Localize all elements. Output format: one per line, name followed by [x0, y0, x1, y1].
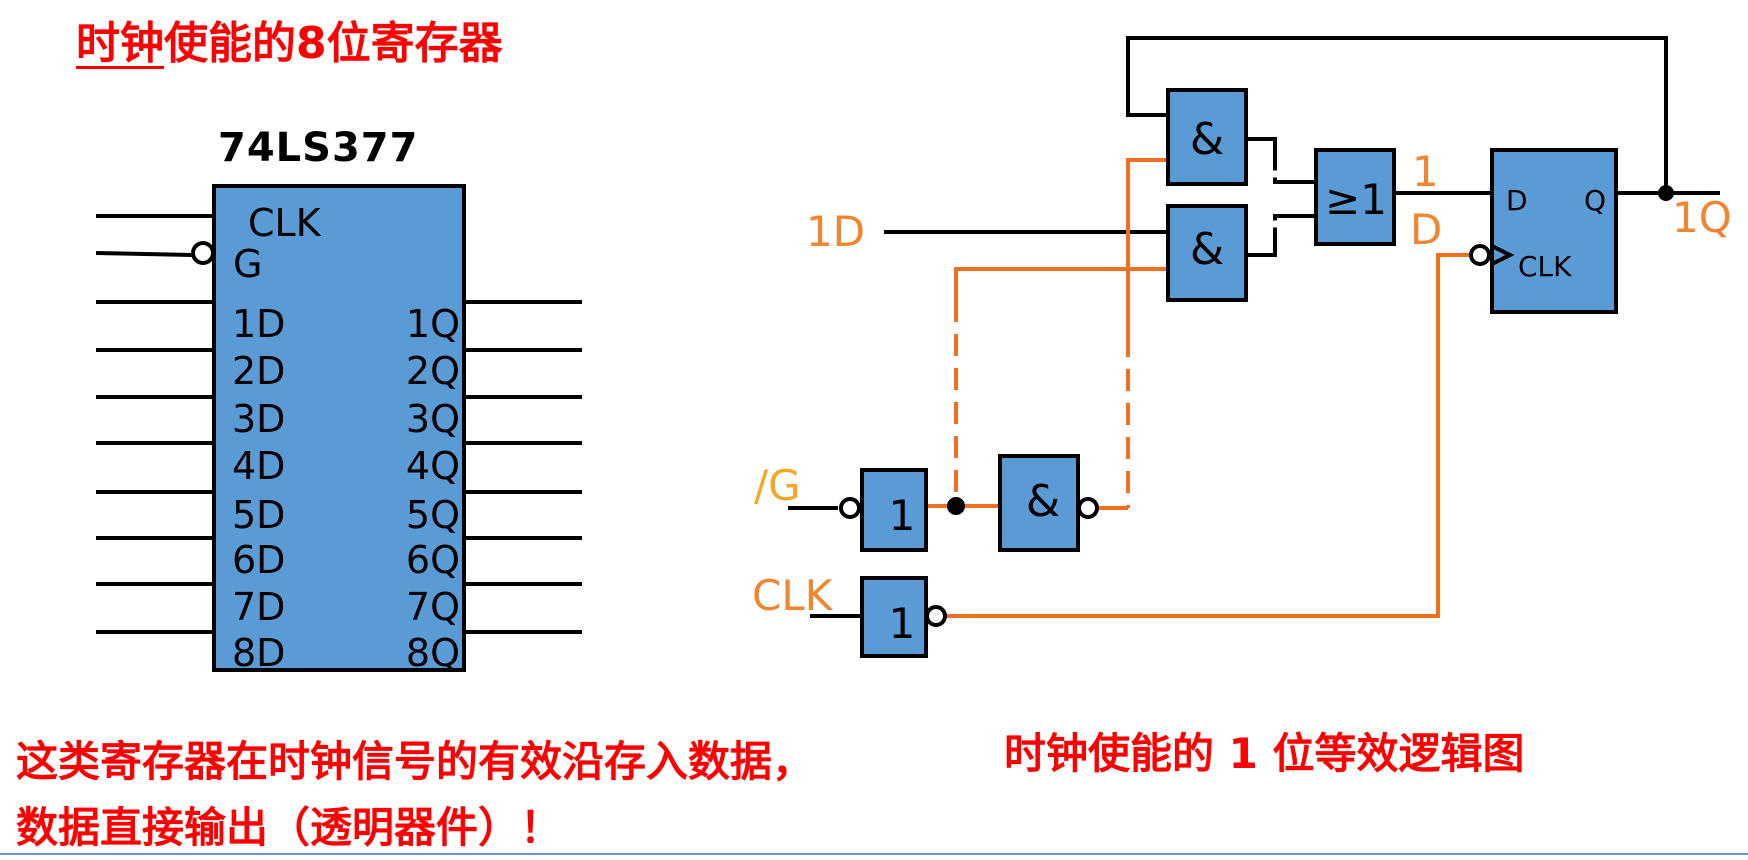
chip-g-pin	[95, 251, 193, 257]
and-gate-bottom: &	[1166, 204, 1248, 302]
chip-pin-7q-label: 7Q	[406, 585, 460, 629]
chip-pin-8q-label: 8Q	[406, 631, 460, 675]
ff-clk-label: CLK	[1518, 250, 1572, 283]
chip-pin-3d-label: 3D	[232, 397, 285, 441]
logic-caption: 时钟使能的 1 位等效逻辑图	[1004, 729, 1525, 778]
note-left-line1: 这类寄存器在时钟信号的有效沿存入数据，	[16, 737, 815, 786]
chip-pin-1q-label: 1Q	[406, 302, 460, 346]
logic-wires-black	[788, 36, 1720, 618]
wire-crossing-gaps	[1270, 170, 1280, 228]
d-flip-flop: D Q CLK	[1469, 148, 1618, 314]
chip-pin-2d-label: 2D	[232, 349, 285, 393]
bottom-divider	[0, 853, 1748, 855]
chip-body	[212, 184, 466, 672]
ff-q-label: Q	[1584, 184, 1606, 217]
title-underlined-part: 时钟	[76, 18, 164, 69]
feedback-wire	[1126, 36, 1668, 193]
chip-pin-4d-label: 4D	[232, 444, 285, 488]
not-gate-g-bubble	[839, 497, 861, 519]
ff-clock-triangle	[1491, 244, 1515, 266]
nand-gate: &	[998, 454, 1099, 552]
and-gate-top: &	[1166, 88, 1248, 186]
title-rest-part: 使能的8位寄存器	[164, 18, 503, 69]
junction-q	[1658, 185, 1674, 201]
chip-pin-5q-label: 5Q	[406, 493, 460, 537]
junction-g	[947, 497, 965, 515]
or-gate: ≥1	[1314, 148, 1396, 246]
wire-en-top	[1126, 158, 1168, 335]
nand-gate-bubble	[1077, 497, 1099, 519]
chip-pin-4q-label: 4Q	[406, 444, 460, 488]
chip-pin-1d-label: 1D	[232, 302, 285, 346]
chip-pin-6q-label: 6Q	[406, 538, 460, 582]
wire-and2-or	[1246, 214, 1316, 257]
and-gate-top-symbol: &	[1190, 114, 1224, 165]
chip-g-label: G	[233, 242, 262, 286]
page-title: 时钟使能的8位寄存器	[76, 14, 503, 74]
chip-pin-7d-label: 7D	[232, 585, 285, 629]
wire-en-bot	[954, 267, 1168, 300]
not-gate-clk-bubble	[925, 605, 947, 627]
nand-gate-symbol: &	[1026, 476, 1060, 527]
not-gate-g-symbol: 1	[889, 491, 916, 540]
wire-clk-ff	[944, 253, 1470, 618]
logic-wires-orange	[926, 158, 1470, 618]
not-gate-g: 1	[839, 468, 928, 552]
or-gate-symbol: ≥1	[1325, 175, 1387, 224]
not-gate-clk-symbol: 1	[889, 599, 916, 648]
label-wire-d: D	[1410, 205, 1442, 254]
wire-and1-or	[1246, 137, 1316, 184]
chip-clk-label: CLK	[248, 201, 322, 245]
not-gate-clk: 1	[860, 576, 947, 658]
note-left-line2: 数据直接输出（透明器件）！	[16, 803, 563, 852]
ff-clk-bubble	[1469, 244, 1491, 266]
and-gate-bottom-symbol: &	[1190, 224, 1224, 275]
logic-labels: 1D /G CLK 1Q 1 D	[752, 147, 1732, 620]
label-wire-1: 1	[1412, 147, 1439, 196]
chip-pin-3q-label: 3Q	[406, 397, 460, 441]
chip-pin-8d-label: 8D	[232, 631, 285, 675]
label-clk-input: CLK	[752, 571, 834, 620]
chip-pin-5d-label: 5D	[232, 493, 285, 537]
chip-pin-2q-label: 2Q	[406, 349, 460, 393]
chip-name: 74LS377	[218, 125, 419, 171]
label-1d-input: 1D	[806, 207, 865, 256]
chip-pin-6d-label: 6D	[232, 538, 285, 582]
label-g-input: /G	[754, 461, 801, 510]
label-1q-output: 1Q	[1672, 193, 1732, 242]
ff-d-label: D	[1506, 184, 1528, 217]
chip-g-bubble	[191, 241, 215, 265]
